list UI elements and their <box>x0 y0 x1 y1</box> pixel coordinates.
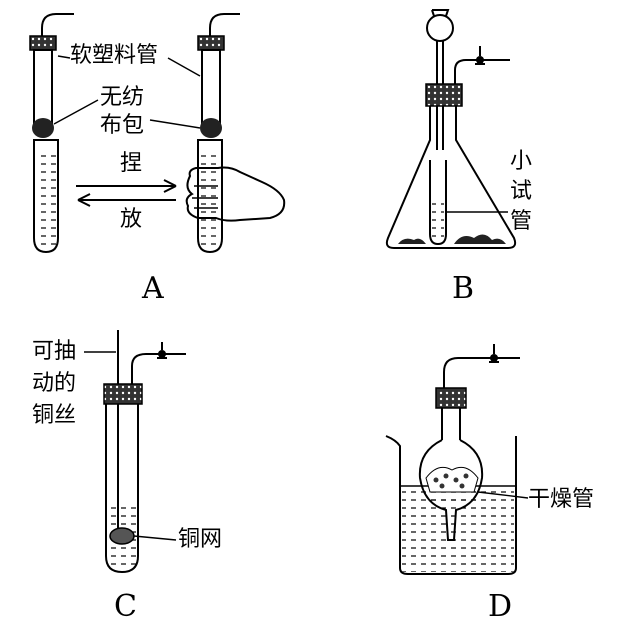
copper-mesh <box>109 527 135 545</box>
panel-c: 可抽 动的 铜丝 铜网 C <box>32 330 222 624</box>
panel-a-right-apparatus <box>185 13 286 254</box>
caption-c: C <box>114 589 137 624</box>
label-small-tube-3: 管 <box>510 209 532 234</box>
label-bag-line1: 无纺 <box>100 85 144 110</box>
label-drying-tube: 干燥管 <box>528 487 594 512</box>
panel-a-left-apparatus <box>29 13 74 254</box>
caption-d: D <box>488 589 512 624</box>
hand-icon <box>185 166 286 222</box>
caption-a: A <box>141 271 164 306</box>
panel-d: 干燥管 D <box>385 344 594 624</box>
panel-b: 小 试 管 B <box>385 9 532 306</box>
panel-a: 软塑料管 无纺 布包 捏 放 A <box>29 13 286 306</box>
label-wire-3: 铜丝 <box>32 403 76 428</box>
label-wire-2: 动的 <box>32 371 76 396</box>
label-small-tube-1: 小 <box>510 149 532 174</box>
label-soft-tube: 软塑料管 <box>70 43 158 68</box>
label-wire-1: 可抽 <box>32 339 76 364</box>
label-copper-mesh: 铜网 <box>178 527 222 552</box>
caption-b: B <box>452 271 474 306</box>
label-bag-line2: 布包 <box>100 113 144 138</box>
label-squeeze: 捏 <box>120 151 142 176</box>
label-small-tube-2: 试 <box>510 179 532 204</box>
label-release: 放 <box>120 207 142 232</box>
